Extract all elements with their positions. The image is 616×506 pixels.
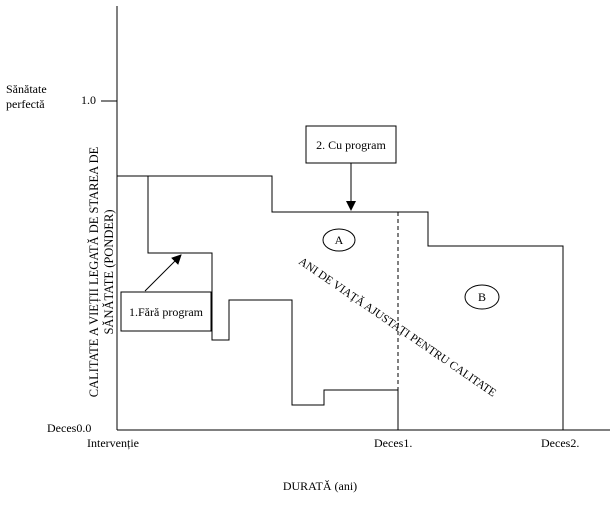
x-axis-tick-label-start: Intervenție bbox=[87, 436, 139, 450]
with-program-curve bbox=[117, 175, 564, 430]
without-program-callout-label: 1.Fără program bbox=[129, 305, 204, 319]
without-program-arrow bbox=[144, 254, 182, 292]
without-program-curve bbox=[147, 176, 399, 430]
x-axis-tick-label-death2: Deces2. bbox=[541, 436, 579, 450]
y-axis-title: CALITATE A VIEȚII LEGATĂ DE STAREA DE SĂ… bbox=[87, 146, 116, 397]
y-axis-top-label-line2: perfectă bbox=[6, 97, 45, 111]
x-axis-title: DURATĂ (ani) bbox=[283, 479, 357, 493]
y-axis-title-line1: CALITATE A VIEȚII LEGATĂ DE STAREA DE bbox=[87, 146, 101, 397]
y-axis-tick-label-bottom: Deces0.0 bbox=[47, 421, 91, 435]
without-program-callout-box bbox=[120, 291, 212, 332]
y-axis-title-line2: SĂNĂTATE (PONDER) bbox=[102, 209, 116, 334]
y-axis-top-label-line1: Sănătate bbox=[6, 82, 47, 96]
with-program-callout-label: 2. Cu program bbox=[316, 138, 386, 152]
region-b-marker bbox=[464, 284, 500, 310]
region-b-label: B bbox=[478, 290, 486, 304]
region-a-marker bbox=[322, 228, 356, 252]
with-program-callout-box bbox=[305, 125, 397, 164]
y-axis-tick-label-top: 1.0 bbox=[81, 93, 96, 107]
x-axis-tick-label-death1: Deces1. bbox=[374, 436, 412, 450]
region-a-label: A bbox=[335, 233, 344, 247]
